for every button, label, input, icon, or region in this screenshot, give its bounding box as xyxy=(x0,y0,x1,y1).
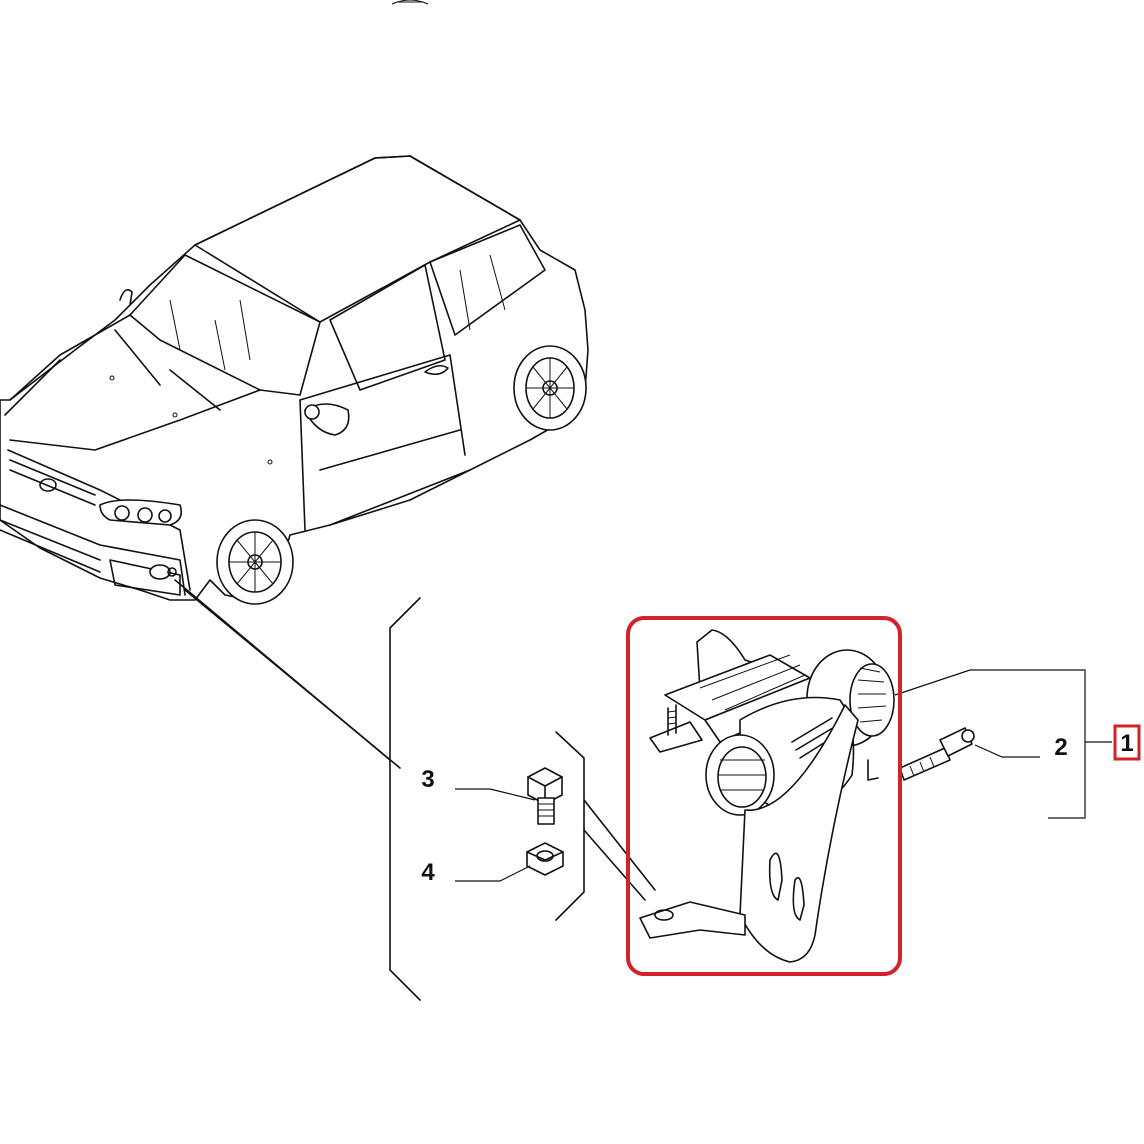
leader-line-3 xyxy=(455,788,536,801)
assembly-bracket-inner xyxy=(555,731,585,921)
assembly-bracket-left xyxy=(389,597,421,1001)
nut-part-4 xyxy=(526,842,564,876)
leader-bracket-to-lamp xyxy=(583,799,656,901)
assembly-bracket-right xyxy=(1048,669,1112,819)
callout-3: 3 xyxy=(421,766,434,793)
adjusting-screw-part-2 xyxy=(899,727,975,781)
callout-2: 2 xyxy=(1054,734,1067,761)
callout-4: 4 xyxy=(421,859,435,886)
leader-car-to-group xyxy=(174,579,401,769)
fog-lamp-highlight-box xyxy=(626,616,902,976)
leader-line-2 xyxy=(974,744,1040,758)
callout-1-highlight-box xyxy=(1113,724,1141,761)
leader-line-1 xyxy=(894,669,1048,696)
callout-1: 1 xyxy=(1120,730,1133,757)
top-artifact xyxy=(391,0,429,5)
fog-lamp-assembly xyxy=(639,629,895,963)
bolt-part-3 xyxy=(527,767,563,825)
leader-line-4 xyxy=(455,865,531,882)
car-illustration xyxy=(0,155,589,605)
